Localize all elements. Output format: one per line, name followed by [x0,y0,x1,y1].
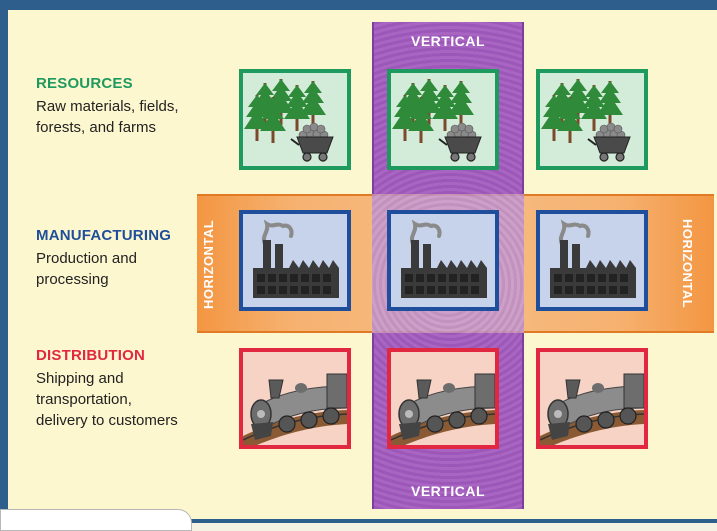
vertical-label-bottom: VERTICAL [411,483,485,499]
manufacturing-description: Production and processing [36,250,137,288]
resources-label: RESOURCES Raw materials, fields, forests… [36,75,186,138]
resources-tile-1 [239,69,351,170]
distribution-heading: DISTRIBUTION [36,347,146,364]
distribution-label: DISTRIBUTION Shipping and transportation… [36,347,186,431]
manufacturing-tile-3 [536,210,648,311]
forest-ore-cart-icon [540,73,644,166]
corner-tab [0,509,192,531]
factory-icon [399,222,489,300]
vertical-label-top: VERTICAL [411,33,485,49]
distribution-description: Shipping and transportation, delivery to… [36,370,178,429]
horizontal-label-left: HORIZONTAL [201,219,216,309]
resources-description: Raw materials, fields, forests, and farm… [36,98,179,136]
distribution-tile-1 [239,348,351,449]
train-icon [391,373,495,445]
resources-heading: RESOURCES [36,75,133,92]
forest-ore-cart-icon [243,73,347,166]
forest-ore-cart-icon [391,73,495,166]
distribution-tile-3 [536,348,648,449]
distribution-tile-2 [387,348,499,449]
train-icon [243,373,347,445]
manufacturing-tile-1 [239,210,351,311]
manufacturing-heading: MANUFACTURING [36,227,172,244]
manufacturing-tile-2 [387,210,499,311]
horizontal-label-right: HORIZONTAL [680,219,695,309]
train-icon [540,373,644,445]
resources-tile-2 [387,69,499,170]
manufacturing-label: MANUFACTURING Production and processing [36,227,186,290]
factory-icon [548,222,638,300]
resources-tile-3 [536,69,648,170]
factory-icon [251,222,341,300]
